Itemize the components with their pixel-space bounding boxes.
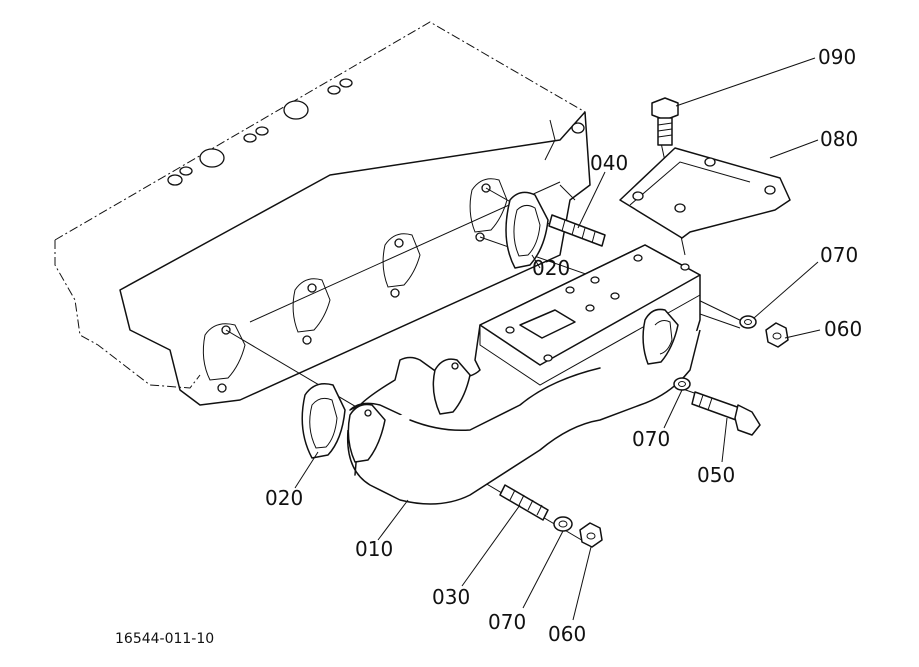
bolt-manifold [691,391,761,436]
callout-010: 010 [355,537,393,561]
nut-right [765,322,789,348]
callout-060-lower: 060 [548,622,586,646]
callout-020-upper: 020 [532,256,570,280]
callout-090: 090 [818,45,856,69]
callout-020-lower: 020 [265,486,303,510]
washer-right [739,315,757,329]
stud-lower [499,484,549,521]
nut-lower [579,522,603,548]
bolt-bracket [651,97,679,146]
figure-reference: 16544-011-10 [115,631,214,647]
gasket-upper [505,191,549,269]
washer-lower [553,516,573,532]
callout-070-mid: 070 [632,427,670,451]
stud-upper [548,214,606,247]
exhaust-manifold [346,244,701,505]
bracket [619,147,791,239]
callout-070-right: 070 [820,243,858,267]
callout-labels: 090 080 040 020 070 060 070 050 020 010 … [265,45,862,646]
washer-mid [673,377,691,391]
cylinder-head [54,21,591,406]
callout-030: 030 [432,585,470,609]
callout-040: 040 [590,151,628,175]
leader-lines [294,57,821,621]
callout-050: 050 [697,463,735,487]
callout-060-right: 060 [824,317,862,341]
callout-070-lower: 070 [488,610,526,634]
fasteners [553,315,789,548]
callout-080: 080 [820,127,858,151]
gasket-lower [301,383,346,459]
